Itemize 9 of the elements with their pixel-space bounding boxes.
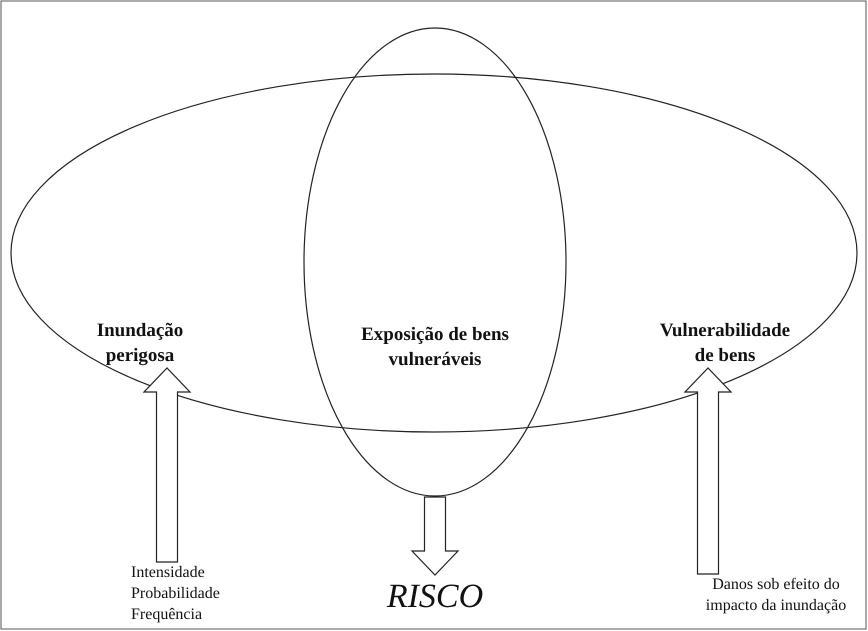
node-label: Inundação perigosa (96, 319, 184, 368)
node-label: Vulnerabilidade de bens (658, 319, 792, 368)
node-label: Danos sob efeito do impacto da inundação (704, 575, 848, 616)
block-arrow (684, 367, 732, 575)
node-label: Exposição de bens vulneráveis (360, 323, 510, 372)
node-label: Intensidade Probabilidade Frequência (130, 563, 221, 625)
node-label: RISCO (386, 577, 484, 617)
block-arrow (410, 496, 460, 576)
block-arrow (142, 367, 192, 563)
